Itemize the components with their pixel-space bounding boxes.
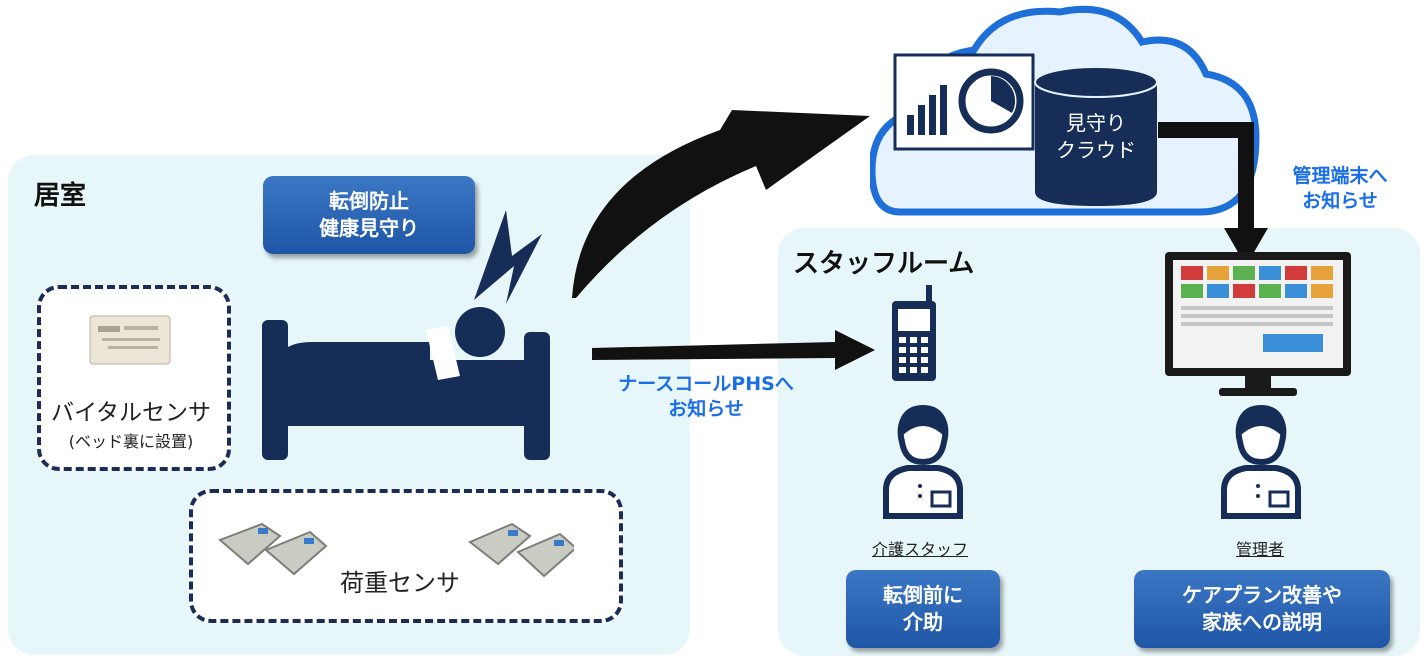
load-sensor-label: 荷重センサ bbox=[340, 569, 460, 597]
vital-sensor-label: バイタルセンサ bbox=[50, 400, 212, 426]
signal-lightning-icon bbox=[474, 210, 542, 304]
phs-notification-label: ナースコールPHSへ お知らせ bbox=[618, 373, 794, 420]
load-sensor-pads-icon bbox=[218, 522, 574, 578]
database-icon bbox=[1034, 66, 1158, 206]
upload-arrow bbox=[572, 110, 870, 298]
caregiver-action-badge: 転倒前に 介助 bbox=[846, 570, 1000, 648]
caregiver-label: 介護スタッフ bbox=[871, 540, 968, 559]
vital-sensor-device-icon bbox=[89, 315, 171, 365]
vital-sensor-note: (ベッド裏に設置) bbox=[68, 432, 194, 451]
terminal-notification-label: 管理端末へ お知らせ bbox=[1292, 165, 1388, 212]
vital-sensor-box bbox=[37, 285, 231, 471]
manager-person-icon bbox=[1221, 404, 1301, 519]
terminal-arrow bbox=[1158, 122, 1268, 266]
staff-room-title: スタッフルーム bbox=[793, 249, 975, 279]
monitor-icon bbox=[1165, 252, 1351, 396]
room-title: 居室 bbox=[34, 181, 87, 211]
cloud-database-label: 見守り クラウド bbox=[1056, 111, 1136, 162]
phs-arrow bbox=[592, 330, 875, 370]
caregiver-person-icon bbox=[883, 404, 963, 519]
fall-prevention-badge: 転倒防止 健康見守り bbox=[263, 176, 475, 254]
manager-action-badge: ケアプラン改善や 家族への説明 bbox=[1134, 570, 1390, 648]
phs-phone-icon bbox=[892, 285, 936, 381]
manager-label: 管理者 bbox=[1235, 540, 1284, 559]
bed-icon bbox=[262, 307, 550, 460]
dashboard-chart-icon bbox=[893, 53, 1035, 151]
